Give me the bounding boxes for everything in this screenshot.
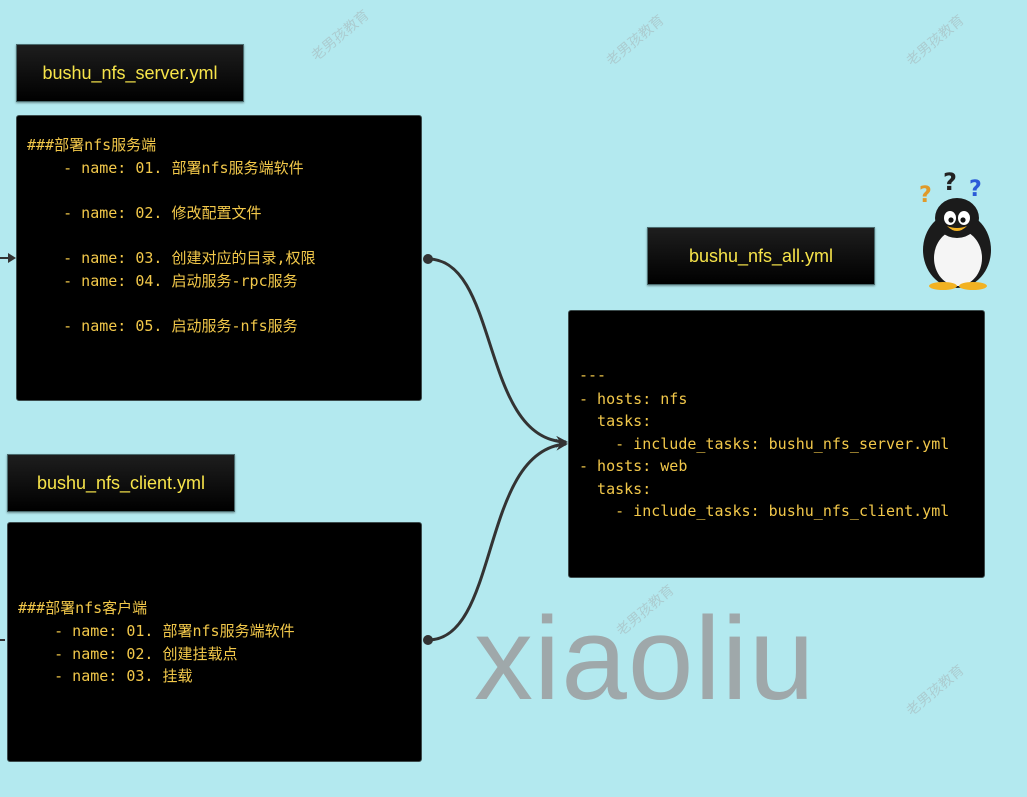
server-line: - name: 03. 创建对应的目录,权限 <box>27 249 316 267</box>
client-line: - name: 03. 挂载 <box>18 667 193 685</box>
server-line: ###部署nfs服务端 <box>27 136 157 154</box>
server-code-box[interactable]: ###部署nfs服务端 - name: 01. 部署nfs服务端软件 - nam… <box>16 115 422 401</box>
xiaoliu-watermark: xiaoliu <box>474 593 816 725</box>
question-mark-icon: ? <box>943 170 957 196</box>
client-connector-dot <box>423 635 433 645</box>
all-line: --- <box>579 366 607 384</box>
client-line: ###部署nfs客户端 <box>18 599 148 617</box>
all-line: tasks: <box>579 480 652 498</box>
all-line: - include_tasks: bushu_nfs_client.yml <box>579 502 950 520</box>
client-to-all-connector <box>427 438 568 642</box>
all-title-box[interactable]: bushu_nfs_all.yml <box>647 227 875 285</box>
all-line: - hosts: nfs <box>579 390 688 408</box>
server-line: - name: 05. 启动服务-nfs服务 <box>27 317 298 335</box>
server-title-box[interactable]: bushu_nfs_server.yml <box>16 44 244 102</box>
client-title: bushu_nfs_client.yml <box>36 472 206 493</box>
all-line: tasks: <box>579 412 652 430</box>
client-line: - name: 01. 部署nfs服务端软件 <box>18 622 295 640</box>
question-mark-icon: ? <box>969 177 982 202</box>
server-to-all-connector <box>427 257 568 448</box>
question-mark-icon: ? <box>919 183 932 208</box>
all-title: bushu_nfs_all.yml <box>688 245 834 266</box>
server-line: - name: 04. 启动服务-rpc服务 <box>27 272 298 290</box>
server-connector-dot <box>423 254 433 264</box>
client-line: - name: 02. 创建挂载点 <box>18 645 238 663</box>
all-line: - include_tasks: bushu_nfs_server.yml <box>579 435 950 453</box>
all-line: - hosts: web <box>579 457 688 475</box>
server-line: - name: 02. 修改配置文件 <box>27 204 262 222</box>
server-title: bushu_nfs_server.yml <box>42 62 218 83</box>
all-code-box[interactable]: --- - hosts: nfs tasks: - include_tasks:… <box>568 310 985 578</box>
client-title-box[interactable]: bushu_nfs_client.yml <box>7 454 235 512</box>
server-line: - name: 01. 部署nfs服务端软件 <box>27 159 304 177</box>
client-code-box[interactable]: ###部署nfs客户端 - name: 01. 部署nfs服务端软件 - nam… <box>7 522 422 762</box>
penguin-icon: ? ? ? <box>913 168 1003 294</box>
